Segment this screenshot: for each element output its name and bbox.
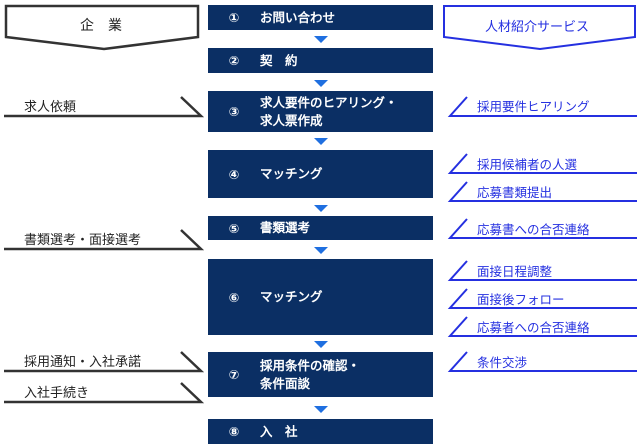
step-label: お問い合わせ (260, 9, 336, 25)
service-line-3 (447, 181, 637, 202)
step-label: マッチング (260, 289, 323, 304)
step-number: ④ (228, 166, 240, 182)
company-header-shape (4, 4, 200, 51)
step-8: ⑧ 入 社 (208, 419, 433, 444)
step-label: 入 社 (260, 423, 298, 439)
service-line-7 (447, 316, 637, 337)
service-task: 面接日程調整 (477, 264, 553, 279)
service-task: 面接後フォロー (477, 292, 565, 307)
service-task: 条件交渉 (477, 355, 528, 370)
service-line-6 (447, 288, 637, 309)
company-task: 入社手続き (24, 386, 90, 401)
service-line-5 (447, 260, 637, 281)
step-label-line2: 求人票作成 (260, 112, 323, 128)
step-3: ③ 求人要件のヒアリング・求人票作成 (208, 91, 433, 132)
down-arrow-icon (314, 205, 328, 212)
down-arrow-icon (314, 138, 328, 145)
step-2: ② 契 約 (208, 48, 433, 73)
service-header: 人材紹介サービス (485, 20, 590, 35)
company-header: 企 業 (80, 18, 122, 34)
step-number: ① (228, 10, 240, 25)
down-arrow-icon (314, 341, 328, 348)
company-task: 求人依頼 (24, 100, 77, 115)
service-task: 採用候補者の人選 (477, 157, 578, 172)
step-number: ③ (228, 104, 240, 119)
service-task: 採用要件ヒアリング (477, 99, 590, 114)
step-label: 求人要件のヒアリング・ (260, 94, 398, 110)
service-line-4 (447, 218, 637, 239)
company-line-1 (4, 96, 205, 118)
step-label: 書類選考 (260, 220, 311, 235)
step-1: ① お問い合わせ (208, 5, 433, 30)
step-4: ④ マッチング (208, 150, 433, 198)
company-line-3 (4, 351, 205, 373)
service-header-shape (443, 5, 636, 51)
service-task: 応募者への合否連絡 (477, 320, 590, 335)
down-arrow-icon (314, 406, 328, 413)
step-5: ⑤ 書類選考 (208, 216, 433, 240)
company-task: 書類選考・面接選考 (24, 233, 142, 248)
step-number: ⑥ (228, 289, 240, 305)
down-arrow-icon (314, 247, 328, 254)
step-number: ⑦ (228, 367, 240, 382)
step-label: 採用条件の確認・ (260, 357, 361, 373)
down-arrow-icon (314, 80, 328, 87)
service-line-1 (447, 96, 637, 117)
step-label: マッチング (260, 166, 323, 181)
service-line-2 (447, 153, 637, 174)
service-task: 応募書への合否連絡 (477, 222, 590, 237)
company-line-2 (4, 229, 205, 251)
step-label-line2: 条件面談 (260, 375, 311, 391)
step-number: ⑤ (228, 220, 240, 236)
service-task: 応募書類提出 (477, 185, 553, 200)
step-number: ⑧ (228, 424, 240, 439)
company-task: 採用通知・入社承諾 (24, 355, 142, 370)
step-number: ② (228, 53, 240, 68)
step-label: 契 約 (260, 52, 298, 68)
service-line-8 (447, 351, 637, 372)
step-7: ⑦ 採用条件の確認・条件面談 (208, 352, 433, 397)
company-line-4 (4, 382, 205, 404)
step-6: ⑥ マッチング (208, 259, 433, 335)
down-arrow-icon (314, 36, 328, 43)
